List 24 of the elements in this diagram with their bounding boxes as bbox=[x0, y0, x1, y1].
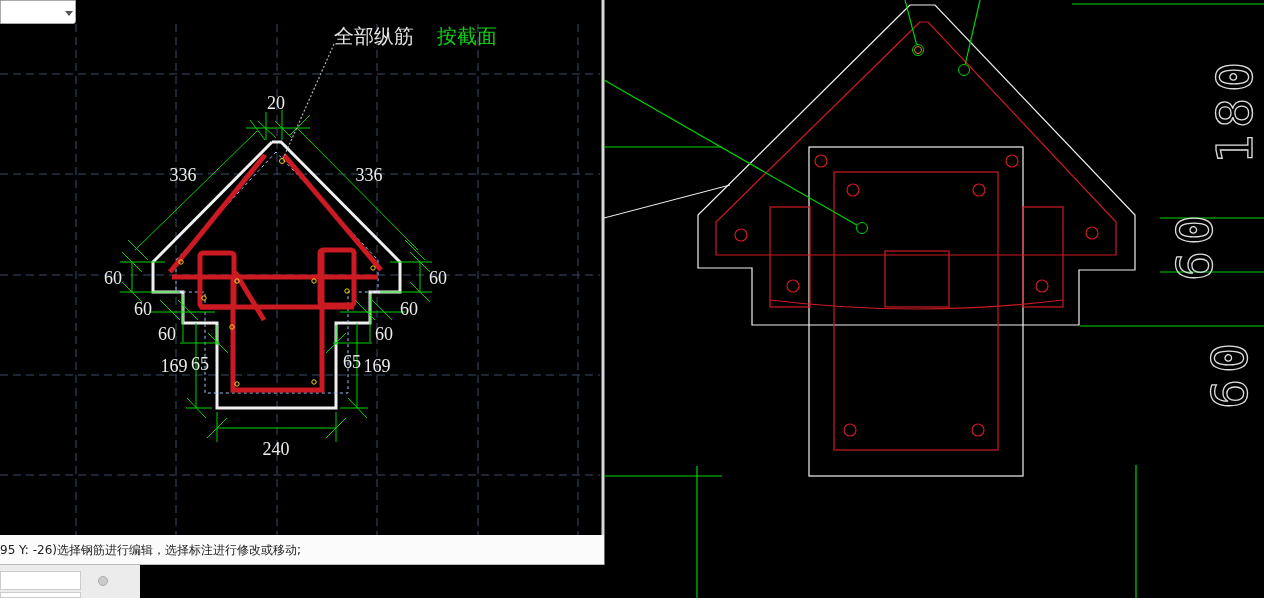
dimension-text: 60 bbox=[104, 269, 122, 287]
dimension-text: 180 bbox=[1210, 55, 1260, 165]
leader-line bbox=[603, 79, 858, 226]
dimension-text: 60 bbox=[1170, 208, 1220, 282]
dimension-text: 60 bbox=[375, 325, 393, 343]
dimension-text: 60 bbox=[429, 269, 447, 287]
leader-line bbox=[282, 43, 335, 159]
dimension-text: 60 bbox=[400, 300, 418, 318]
dimension-text: 20 bbox=[267, 94, 285, 112]
dimension-text: 65 bbox=[191, 355, 209, 373]
dimension-text: 240 bbox=[262, 440, 290, 458]
dimension-text: 336 bbox=[169, 166, 197, 184]
leader-text: 全部纵筋 bbox=[334, 24, 414, 48]
leader-line bbox=[964, 0, 981, 65]
leader-line bbox=[904, 0, 918, 45]
annotation-text: 按截面 bbox=[437, 26, 497, 46]
dimension-text: 336 bbox=[355, 166, 383, 184]
dimension-text: 60 bbox=[134, 300, 152, 318]
dimension-text: 169 bbox=[363, 357, 391, 375]
dimension-text: 169 bbox=[160, 357, 188, 375]
dimension-text: 65 bbox=[343, 353, 361, 371]
dimension-text: 60 bbox=[158, 325, 176, 343]
status-text: 95 Y: -26)选择钢筋进行编辑，选择标注进行修改或移动; bbox=[0, 544, 301, 556]
dimension-text: 60 bbox=[1205, 336, 1255, 410]
